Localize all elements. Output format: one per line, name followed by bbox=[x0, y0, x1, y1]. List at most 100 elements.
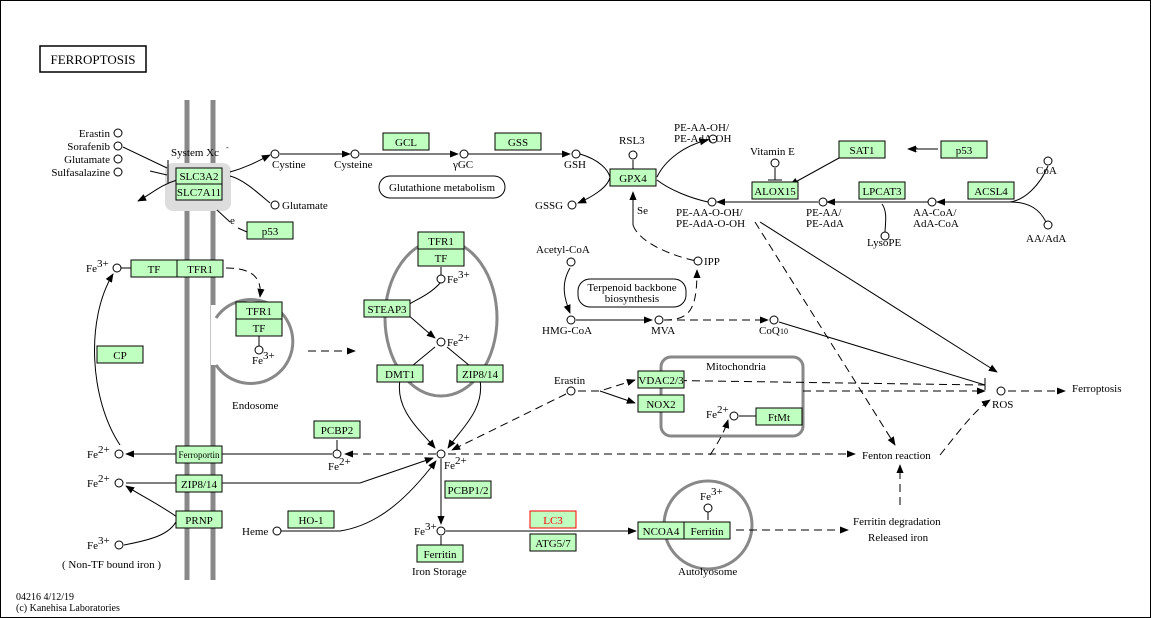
svg-text:AA-CoA/: AA-CoA/ bbox=[913, 207, 957, 219]
gene-p53-1[interactable]: p53 bbox=[246, 221, 294, 240]
compound-ros[interactable] bbox=[996, 386, 1006, 396]
gene-ncoa4[interactable]: NCOA4 bbox=[637, 521, 685, 540]
gene-steap3[interactable]: STEAP3 bbox=[363, 299, 411, 318]
compound-fe3-endosome[interactable] bbox=[254, 345, 264, 355]
page-title: FERROPTOSIS bbox=[50, 52, 135, 67]
compound-fe3-tf[interactable] bbox=[112, 263, 122, 273]
compound-fe3-autolysosome[interactable] bbox=[703, 503, 713, 513]
gene-gpx4[interactable]: GPX4 bbox=[609, 168, 657, 187]
gene-ftmt[interactable]: FtMt bbox=[755, 407, 803, 426]
svg-text:PRNP: PRNP bbox=[185, 515, 213, 527]
compound-erastin[interactable] bbox=[113, 128, 123, 138]
svg-text:HO-1: HO-1 bbox=[298, 515, 323, 527]
compound-fe3-vesicle[interactable] bbox=[436, 274, 446, 284]
compound-lysope[interactable] bbox=[880, 231, 890, 241]
compound-glutamate[interactable] bbox=[113, 154, 123, 164]
svg-text:GSH: GSH bbox=[564, 159, 586, 171]
gene-gss[interactable]: GSS bbox=[494, 132, 542, 151]
gene-tfr1-1[interactable]: TFR1 bbox=[176, 259, 224, 278]
gene-gcl[interactable]: GCL bbox=[382, 132, 430, 151]
gene-alox15[interactable]: ALOX15 bbox=[751, 181, 799, 200]
gene-prnp[interactable]: PRNP bbox=[175, 510, 223, 529]
gene-vdac2-3[interactable]: VDAC2/3 bbox=[637, 370, 685, 389]
compound-fe2-out-2[interactable] bbox=[114, 478, 124, 488]
compound-fe3-non-tf[interactable] bbox=[114, 540, 124, 550]
svg-text:Fe3+: Fe3+ bbox=[86, 258, 109, 275]
compound-gsh[interactable] bbox=[571, 149, 581, 159]
gene-tf-2[interactable]: TF bbox=[235, 318, 283, 337]
svg-text:IPP: IPP bbox=[704, 256, 720, 268]
compound-cystine[interactable] bbox=[270, 149, 280, 159]
gene-sat1[interactable]: SAT1 bbox=[838, 140, 886, 159]
compound-coq10[interactable] bbox=[769, 315, 779, 325]
compound-sorafenib[interactable] bbox=[113, 141, 123, 151]
gene-zip8-14-1[interactable]: ZIP8/14 bbox=[456, 364, 504, 383]
gene-tf-1[interactable]: TF bbox=[130, 259, 178, 278]
gene-pcbp1-2[interactable]: PCBP1/2 bbox=[444, 480, 492, 499]
gene-nox2[interactable]: NOX2 bbox=[637, 394, 685, 413]
svg-text:TF: TF bbox=[253, 323, 266, 335]
gene-slc3a2[interactable]: SLC3A2 bbox=[175, 167, 223, 185]
svg-text:p53: p53 bbox=[262, 226, 279, 238]
compound-acetyl-coa[interactable] bbox=[566, 257, 576, 267]
compound-erastin-2[interactable] bbox=[566, 386, 576, 396]
svg-text:GSSG: GSSG bbox=[535, 200, 563, 212]
svg-text:TF: TF bbox=[435, 253, 448, 265]
svg-text:Fe2+: Fe2+ bbox=[447, 332, 470, 349]
compound-sulfasalazine[interactable] bbox=[113, 167, 123, 177]
edges bbox=[94, 138, 1066, 546]
compound-mva[interactable] bbox=[654, 315, 664, 325]
svg-text:Heme: Heme bbox=[242, 526, 268, 538]
gene-atg5-7[interactable]: ATG5/7 bbox=[529, 533, 577, 552]
compound-fe2-lip[interactable] bbox=[436, 449, 446, 459]
gene-acsl4[interactable]: ACSL4 bbox=[967, 181, 1015, 200]
gene-p53-2[interactable]: p53 bbox=[940, 140, 988, 159]
gene-ferritin-2[interactable]: Ferritin bbox=[683, 521, 731, 540]
compound-heme[interactable] bbox=[272, 526, 282, 536]
compound-fe2-pcbp2[interactable] bbox=[332, 449, 342, 459]
compound-fe2-mito[interactable] bbox=[729, 411, 739, 421]
compound-rsl3[interactable] bbox=[628, 150, 638, 160]
compound-fe2-vesicle[interactable] bbox=[436, 337, 446, 347]
gene-ferritin-1[interactable]: Ferritin bbox=[416, 544, 464, 563]
compound-coa[interactable] bbox=[1043, 156, 1053, 166]
compound-pe-aa-oh[interactable] bbox=[708, 134, 718, 144]
compound-aa-coa[interactable] bbox=[927, 197, 937, 207]
svg-text:ZIP8/14: ZIP8/14 bbox=[462, 369, 499, 381]
gene-pcbp2[interactable]: PCBP2 bbox=[313, 420, 361, 439]
gene-tfr1-2[interactable]: TFR1 bbox=[235, 301, 283, 320]
svg-text:Fe3+: Fe3+ bbox=[87, 535, 110, 552]
gene-ho1[interactable]: HO-1 bbox=[287, 510, 335, 529]
compound-aa-ada[interactable] bbox=[1043, 220, 1053, 230]
gene-lc3[interactable]: LC3 bbox=[529, 510, 577, 529]
svg-text:TF: TF bbox=[148, 264, 161, 276]
compound-vitamin-e[interactable] bbox=[770, 158, 780, 168]
compound-fe3-storage[interactable] bbox=[436, 526, 446, 536]
svg-text:LC3: LC3 bbox=[543, 515, 563, 527]
svg-text:Terpenoid backbone: Terpenoid backbone bbox=[587, 282, 676, 294]
compound-glutamate-out[interactable] bbox=[270, 200, 280, 210]
gene-dmt1[interactable]: DMT1 bbox=[376, 364, 424, 383]
gene-lpcat3[interactable]: LPCAT3 bbox=[858, 181, 906, 200]
map-terpenoid-backbone[interactable]: Terpenoid backbone biosynthesis bbox=[577, 278, 687, 308]
compound-fe2-out-1[interactable] bbox=[114, 449, 124, 459]
compound-pe-aa[interactable] bbox=[818, 197, 828, 207]
compound-gssg[interactable] bbox=[567, 200, 577, 210]
compound-ygc[interactable] bbox=[459, 149, 469, 159]
svg-text:Glutamate: Glutamate bbox=[64, 154, 110, 166]
gene-slc7a11[interactable]: SLC7A11 bbox=[175, 183, 223, 201]
compound-cysteine[interactable] bbox=[350, 149, 360, 159]
compound-ipp[interactable] bbox=[693, 256, 703, 266]
svg-text:ZIP8/14: ZIP8/14 bbox=[181, 479, 218, 491]
gene-tf-3[interactable]: TF bbox=[417, 248, 465, 267]
gene-tfr1-3[interactable]: TFR1 bbox=[417, 231, 465, 250]
svg-text:ALOX15: ALOX15 bbox=[754, 186, 796, 198]
compound-hmg-coa[interactable] bbox=[566, 315, 576, 325]
gene-ferroportin[interactable]: Ferroportin bbox=[175, 445, 223, 464]
gene-cp[interactable]: CP bbox=[96, 345, 144, 364]
svg-text:PCBP1/2: PCBP1/2 bbox=[448, 485, 489, 497]
map-glutathione-metabolism[interactable]: Glutathione metabolism bbox=[378, 175, 506, 199]
gene-zip8-14-2[interactable]: ZIP8/14 bbox=[175, 474, 223, 493]
compound-pe-aa-ooh[interactable] bbox=[707, 197, 717, 207]
